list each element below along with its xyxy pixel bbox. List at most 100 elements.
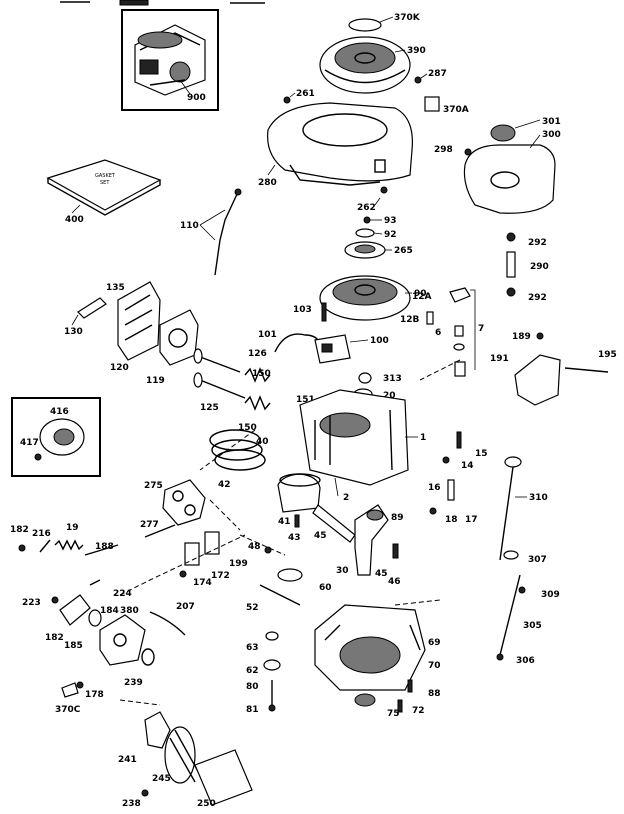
label-216: 216	[32, 529, 51, 539]
label-292-bottom: 292	[528, 293, 547, 303]
air-cleaner: 241 245 238 250	[118, 711, 253, 809]
piston-rings: 40 42	[209, 429, 269, 490]
label-265: 265	[394, 246, 413, 256]
part-52: 52	[246, 584, 301, 613]
label-182-top: 182	[10, 525, 29, 535]
label-174: 174	[193, 578, 212, 588]
dipstick: 310	[499, 456, 548, 561]
label-72: 72	[412, 706, 425, 716]
label-151: 151	[296, 395, 315, 405]
label-390: 390	[407, 46, 426, 56]
label-261: 261	[296, 89, 315, 99]
spark-plug: 135 130	[64, 283, 125, 337]
label-75: 75	[387, 709, 400, 719]
label-239: 239	[124, 678, 143, 688]
part-6: 6	[435, 325, 466, 377]
label-275: 275	[144, 481, 163, 491]
label-126: 126	[248, 349, 267, 359]
label-130: 130	[64, 327, 83, 337]
cylinder-head: 120 119	[110, 281, 199, 386]
part-48: 48	[248, 542, 272, 554]
governor-linkage: 182 216 19 188	[10, 523, 119, 556]
label-370C: 370C	[55, 705, 81, 715]
label-184: 184	[100, 606, 119, 616]
carburetor: 223 182 184 185 380	[22, 594, 146, 666]
label-17: 17	[465, 515, 478, 525]
label-89: 89	[391, 513, 404, 523]
flywheel-key: 103	[293, 302, 327, 322]
blower-housing: 280 262	[258, 102, 413, 213]
label-370K: 370K	[394, 13, 421, 23]
part-2: 2	[334, 477, 349, 503]
fuel-tank: 301 300 298	[434, 117, 561, 214]
gasket-set: GASKET SET 400	[46, 159, 162, 225]
top-edge-fragments	[60, 0, 265, 6]
ground-wire-110: 110	[180, 188, 242, 276]
label-241: 241	[118, 755, 137, 765]
parts-15-14: 15 14	[442, 431, 488, 471]
valves: 126 150 125 151 150	[193, 348, 315, 433]
label-92: 92	[384, 230, 397, 240]
label-119: 119	[146, 376, 165, 386]
label-2: 2	[343, 493, 349, 503]
label-103: 103	[293, 305, 312, 315]
label-41: 41	[278, 517, 291, 527]
label-45-rod: 45	[314, 531, 327, 541]
gasket-set-text-2: SET	[100, 180, 110, 186]
label-45-bolt: 45	[375, 569, 388, 579]
label-70: 70	[428, 661, 441, 671]
parts-88-75-72: 88 75 72	[354, 679, 441, 719]
label-290: 290	[530, 262, 549, 272]
label-277: 277	[140, 520, 159, 530]
label-250: 250	[197, 799, 216, 809]
label-14: 14	[461, 461, 474, 471]
inset-416: 416 417	[11, 397, 101, 477]
label-110: 110	[180, 221, 199, 231]
label-63: 63	[246, 643, 259, 653]
muffler: 275	[144, 479, 206, 526]
label-298: 298	[434, 145, 453, 155]
label-238: 238	[122, 799, 141, 809]
label-370A: 370A	[443, 105, 469, 115]
label-15: 15	[475, 449, 488, 459]
label-120: 120	[110, 363, 129, 373]
label-43: 43	[288, 533, 301, 543]
label-172: 172	[211, 571, 230, 581]
label-189: 189	[512, 332, 531, 342]
label-19: 19	[66, 523, 79, 533]
gasket-set-text-1: GASKET	[95, 173, 116, 179]
cylinder-block: 1	[299, 389, 426, 486]
label-305: 305	[523, 621, 542, 631]
label-195: 195	[598, 350, 617, 360]
piston-connecting-rod: 41 43 45	[277, 473, 356, 543]
label-417: 417	[20, 438, 39, 448]
part-207: 207	[149, 602, 195, 636]
label-150-bottom: 150	[238, 423, 257, 433]
screw-277: 277	[140, 520, 176, 538]
label-292-top: 292	[528, 238, 547, 248]
label-80: 80	[246, 682, 259, 692]
flywheel: 90	[319, 275, 427, 321]
label-100: 100	[370, 336, 389, 346]
label-6: 6	[435, 328, 441, 338]
label-48: 48	[248, 542, 261, 552]
crankshaft: 30 45 46	[336, 504, 401, 587]
engine-assembly-inset: 900	[121, 9, 219, 111]
label-900: 900	[187, 93, 206, 103]
label-306: 306	[516, 656, 535, 666]
starter-cup: 93 92 265	[344, 216, 413, 259]
label-416: 416	[50, 407, 69, 417]
label-307: 307	[528, 555, 547, 565]
part-60: 60	[277, 568, 332, 593]
control-bracket: 189 191 195	[490, 332, 617, 406]
label-1: 1	[420, 433, 426, 443]
label-245: 245	[152, 774, 171, 784]
label-18: 18	[445, 515, 458, 525]
label-380: 380	[120, 606, 139, 616]
label-90: 90	[414, 289, 427, 299]
assembly-lines	[119, 359, 461, 706]
engine-sump: 69 70	[314, 604, 441, 691]
part-224: 224	[89, 579, 132, 599]
label-185: 185	[64, 641, 83, 651]
